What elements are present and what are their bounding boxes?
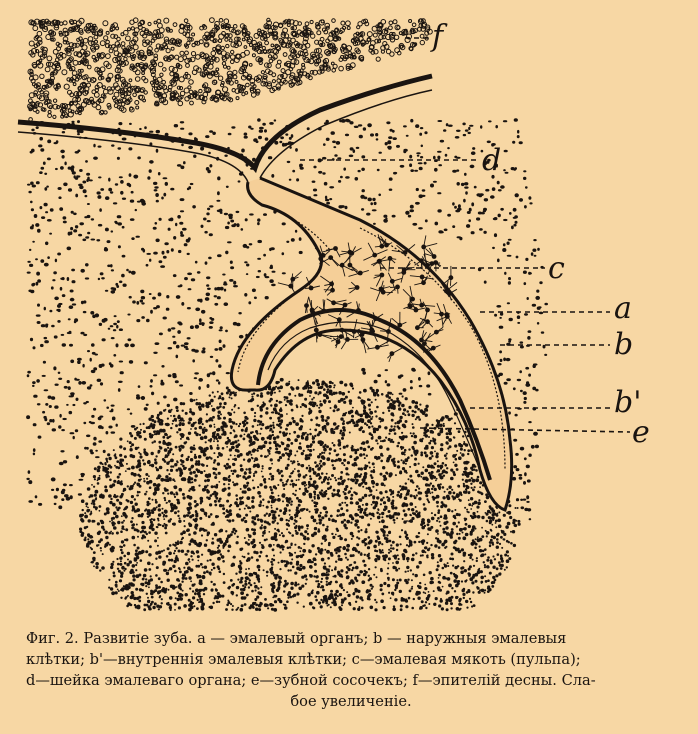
caption-line-4: бое увеличеніе. [290,693,412,710]
tooth-development-illustration: f d c a b b' e [17,17,650,612]
caption-line-2: клѣтки; b'—внутреннія эмалевыя клѣтки; c… [26,651,581,668]
enamel-pulp [277,234,458,363]
label-a: a [614,291,632,326]
label-b: b [614,327,633,362]
label-f: f [430,19,448,54]
gum-epithelium [27,17,433,122]
caption-line-1: Фиг. 2. Развитіе зуба. a — эмалевый орга… [26,630,567,647]
leader-lines [300,37,631,433]
label-e: e [632,415,650,450]
enamel-organ [17,73,514,512]
label-c: c [548,251,565,286]
figure-caption: Фиг. 2. Развитіе зуба. a — эмалевый орга… [26,628,676,712]
label-d: d [482,143,501,178]
label-b-prime: b' [614,385,641,420]
caption-line-3: d—шейка эмалеваго органа; e—зубной сосоч… [26,672,596,689]
